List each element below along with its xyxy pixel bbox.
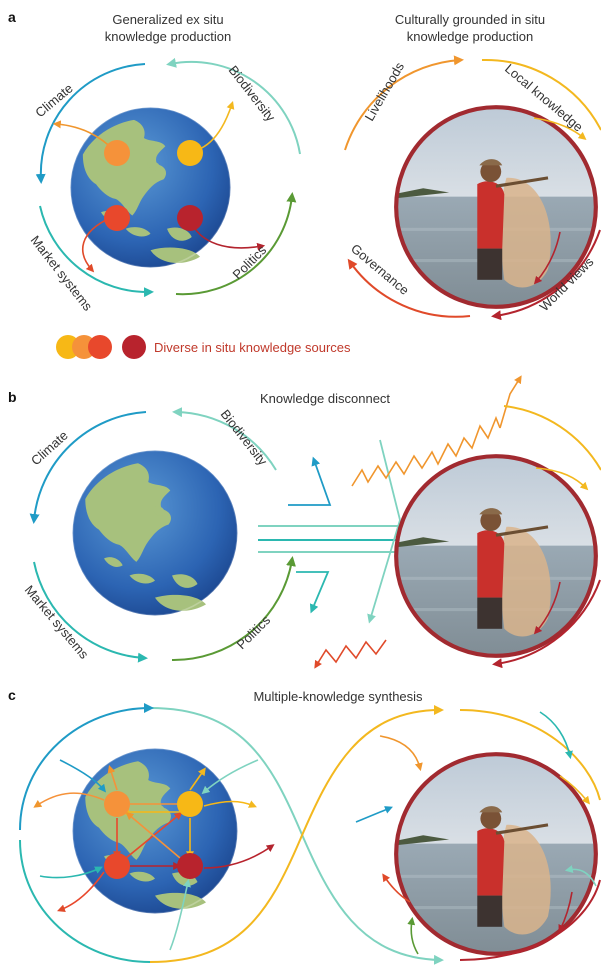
- synthesis-loop-left-top: [19, 703, 154, 831]
- deflect-arrow-market: [296, 571, 330, 614]
- legend-text: Diverse in situ knowledge sources: [154, 340, 351, 355]
- right-title-line1: Culturally grounded in situ: [395, 12, 545, 27]
- net-link-7: [125, 811, 181, 859]
- net-in-3: [39, 866, 103, 879]
- label-biodiversity-a: Biodiversity: [226, 63, 279, 125]
- net-in-4: [169, 878, 191, 951]
- net-out-6: [203, 844, 275, 869]
- panel-b-title: Knowledge disconnect: [260, 391, 390, 406]
- label-climate-b: Climate: [28, 428, 71, 469]
- label-governance: Governance: [348, 241, 412, 298]
- world-views-arrow: [491, 229, 601, 321]
- synthesis-loop-left-bottom: [19, 839, 151, 963]
- left-title-line1: Generalized ex situ: [112, 12, 223, 27]
- photo-inner-arrow-1: [533, 117, 587, 140]
- legend: Diverse in situ knowledge sources: [56, 335, 351, 359]
- zigzag-governance: [314, 639, 387, 669]
- politics-arrow: [175, 192, 297, 296]
- photo-inner-arrow-2: [533, 231, 561, 285]
- local-knowledge-arrow: [481, 58, 601, 131]
- panel-c: c Multiple-knowledge synthesis: [8, 687, 601, 965]
- net-out-3: [189, 767, 206, 791]
- node-red-arrow: [82, 217, 111, 273]
- photo-c-arrow-8: [558, 891, 573, 933]
- knowledge-node-red: [104, 205, 130, 231]
- net-out-4: [203, 800, 257, 808]
- globe-icon: [71, 449, 239, 617]
- globe-icon: [69, 106, 232, 269]
- photo-c-arrow-6: [382, 873, 411, 903]
- net-out-2: [107, 764, 118, 791]
- photo-c-arrow-4: [355, 806, 393, 823]
- synthesis-loop-right-bottom: [459, 879, 601, 961]
- synthesis-loop-2: [149, 705, 444, 963]
- synthesis-loop-1: [149, 707, 444, 965]
- deflect-arrow-bio: [367, 519, 401, 624]
- label-market-b: Market systems: [22, 582, 92, 662]
- deflect-line-bio: [379, 439, 401, 521]
- knowledge-node-darkred: [177, 205, 203, 231]
- net-in-1: [59, 759, 107, 793]
- node-network: [33, 759, 275, 951]
- panel-c-title: Multiple-knowledge synthesis: [253, 689, 423, 704]
- climate-arrow-b: [29, 411, 147, 524]
- photo-c-arrow-2: [539, 711, 573, 760]
- panel-b: b Knowledge disconnect Climate Biodivers…: [8, 375, 601, 669]
- knowledge-node-darkred: [177, 853, 203, 879]
- politics-arrow-b: [171, 556, 296, 662]
- photo-inner-arrow-b2: [533, 581, 561, 635]
- label-biodiversity-b: Biodiversity: [218, 407, 271, 469]
- local-knowledge-arrow-b: [503, 405, 601, 471]
- right-title-line2: knowledge production: [407, 29, 533, 44]
- world-views-arrow-b: [492, 579, 601, 669]
- legend-dot-darkred: [122, 335, 146, 359]
- livelihoods-arrow: [344, 55, 464, 151]
- knowledge-node-red: [104, 853, 130, 879]
- zigzag-livelihoods-tip: [499, 375, 522, 429]
- legend-dot-red: [88, 335, 112, 359]
- biodiversity-arrow: [166, 57, 301, 155]
- photo-c-arrow-1: [379, 735, 423, 772]
- knowledge-node-orange: [104, 140, 130, 166]
- photo-c-arrow-5: [564, 865, 597, 887]
- panel-letter-c: c: [8, 687, 16, 703]
- photo-c-arrow-7: [407, 916, 419, 955]
- zigzag-livelihoods: [351, 415, 501, 487]
- climate-arrow: [35, 63, 146, 184]
- knowledge-node-yellow: [177, 791, 203, 817]
- net-in-2: [201, 759, 259, 795]
- deflect-arrow-climate: [288, 456, 332, 506]
- governance-arrow: [347, 258, 471, 318]
- globe-icon: [71, 747, 239, 915]
- net-out-5: [57, 871, 105, 913]
- market-arrow-b: [33, 561, 148, 663]
- knowledge-node-orange: [104, 791, 130, 817]
- panel-a: a Generalized ex situ knowledge producti…: [8, 9, 601, 359]
- net-out-1: [33, 792, 105, 808]
- panel-letter-b: b: [8, 389, 17, 405]
- biodiversity-arrow-b: [172, 407, 277, 471]
- label-livelihoods: Livelihoods: [362, 59, 408, 123]
- panel-letter-a: a: [8, 9, 16, 25]
- market-arrow: [39, 205, 154, 298]
- knowledge-node-yellow: [177, 140, 203, 166]
- label-politics-b: Politics: [234, 612, 274, 652]
- left-title-line2: knowledge production: [105, 29, 231, 44]
- photo-inner-arrow-b1: [535, 467, 589, 491]
- photo-c-arrow-3: [559, 775, 590, 805]
- synthesis-loop-right-top: [459, 709, 601, 801]
